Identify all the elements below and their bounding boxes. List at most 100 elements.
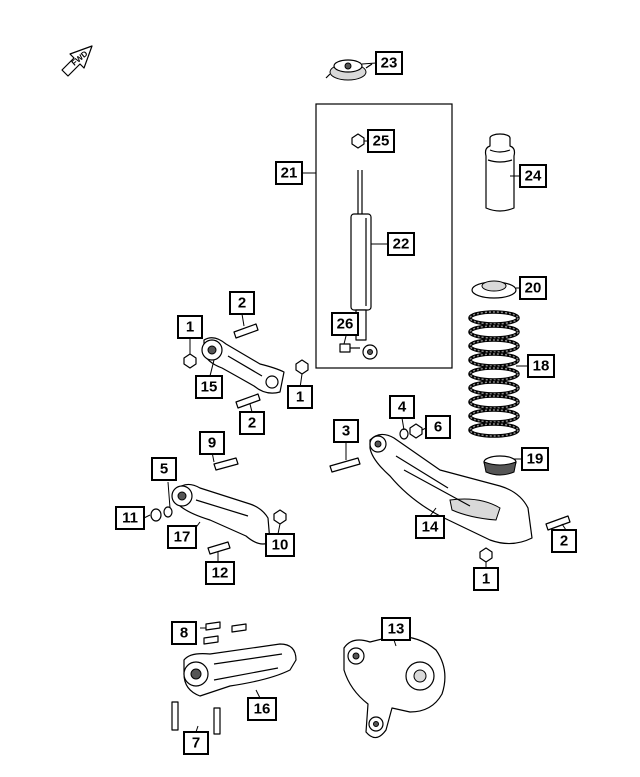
callout-18: 18 [527, 354, 555, 378]
callout-25: 25 [367, 129, 395, 153]
svg-text:9: 9 [208, 435, 216, 452]
svg-text:2: 2 [560, 533, 568, 550]
knuckle-part [343, 635, 446, 739]
callout-2-lower-left: 2 [239, 411, 265, 435]
callout-4: 4 [389, 395, 415, 419]
svg-text:14: 14 [422, 519, 439, 536]
svg-text:4: 4 [398, 399, 407, 416]
svg-text:7: 7 [192, 735, 200, 752]
callout-16: 16 [247, 697, 277, 721]
nut-1-upper-right [295, 359, 309, 375]
callout-11: 11 [115, 506, 145, 530]
nut-6 [409, 423, 423, 439]
svg-text:1: 1 [296, 389, 304, 406]
bolt-3 [329, 457, 361, 473]
svg-text:20: 20 [525, 280, 542, 297]
bolt-2-upper [233, 323, 259, 339]
callout-13: 13 [381, 617, 411, 641]
svg-text:12: 12 [212, 565, 229, 582]
callout-5: 5 [151, 457, 177, 481]
callout-6: 6 [425, 415, 451, 439]
svg-text:1: 1 [482, 571, 490, 588]
upper-mount-part [325, 59, 373, 81]
svg-text:25: 25 [373, 133, 390, 150]
washer-11 [150, 508, 162, 522]
svg-text:22: 22 [393, 236, 410, 253]
spring-isolator-part [483, 455, 517, 476]
bolt-2-lower [235, 393, 261, 409]
svg-text:17: 17 [174, 529, 191, 546]
washer-4 [399, 428, 409, 440]
callout-1-upper-right: 1 [287, 385, 313, 409]
callout-24: 24 [519, 164, 547, 188]
callout-3: 3 [333, 419, 359, 443]
spring-coil-texture [469, 311, 519, 325]
callout-2-upper: 2 [229, 291, 255, 315]
callout-17: 17 [167, 525, 197, 549]
nut-1-lower [479, 547, 493, 563]
svg-text:2: 2 [238, 295, 246, 312]
svg-text:23: 23 [381, 55, 398, 72]
bolt-7-a [171, 701, 179, 731]
callout-15: 15 [195, 375, 223, 399]
svg-text:8: 8 [180, 625, 188, 642]
callout-14: 14 [415, 515, 445, 539]
callout-8: 8 [171, 621, 197, 645]
svg-text:24: 24 [525, 168, 542, 185]
callout-20: 20 [519, 276, 547, 300]
shock-assembly-frame [315, 103, 453, 369]
callout-9: 9 [199, 431, 225, 455]
svg-text:3: 3 [342, 423, 350, 440]
callout-12: 12 [205, 561, 235, 585]
svg-text:18: 18 [533, 358, 550, 375]
lower-trailing-arm-part [369, 433, 533, 545]
spring-coil-texture [469, 353, 519, 367]
spring-coil-texture [469, 409, 519, 423]
svg-text:26: 26 [337, 316, 354, 333]
nut-1-upper-left [183, 353, 197, 369]
nut-10 [273, 509, 287, 525]
bolt-9 [213, 457, 239, 471]
bolt-2-right [545, 515, 571, 531]
svg-text:13: 13 [388, 621, 405, 638]
svg-text:5: 5 [160, 461, 168, 478]
svg-text:1: 1 [186, 319, 194, 336]
callout-22: 22 [387, 232, 415, 256]
svg-text:6: 6 [434, 419, 442, 436]
svg-text:2: 2 [248, 415, 256, 432]
spring-coil-texture [469, 325, 519, 339]
callout-1-upper-left: 1 [177, 315, 203, 339]
upper-control-arm-part [201, 337, 285, 394]
coil-spring-part [468, 310, 520, 438]
callout-7: 7 [183, 731, 209, 755]
svg-text:11: 11 [122, 510, 138, 527]
svg-text:15: 15 [201, 379, 218, 396]
spring-coil-texture [469, 367, 519, 381]
svg-text:21: 21 [281, 165, 298, 182]
shock-absorber-part [350, 170, 378, 360]
spring-coil-texture [469, 339, 519, 353]
callout-26: 26 [331, 312, 359, 336]
shock-nut-part [351, 133, 365, 149]
trailing-link-part [183, 643, 297, 697]
callout-23: 23 [375, 51, 403, 75]
forward-direction-arrow-icon: FWD [61, 45, 93, 77]
shock-bolt-part [339, 343, 360, 353]
bolt-7-b [213, 707, 221, 735]
callout-21: 21 [275, 161, 303, 185]
spring-coil-texture [469, 395, 519, 409]
callout-1-lower: 1 [473, 567, 499, 591]
bolt-8-b [203, 635, 219, 645]
callout-2-right: 2 [551, 529, 577, 553]
lower-control-arm-part [171, 483, 271, 545]
svg-text:16: 16 [254, 701, 271, 718]
spring-coil-texture [469, 423, 519, 437]
svg-text:10: 10 [272, 537, 289, 554]
callout-10: 10 [265, 533, 295, 557]
bolt-12 [207, 541, 231, 555]
svg-text:19: 19 [527, 451, 544, 468]
spring-coil-texture [469, 381, 519, 395]
dust-boot-part [484, 133, 516, 212]
bolt-8-c [231, 623, 247, 633]
